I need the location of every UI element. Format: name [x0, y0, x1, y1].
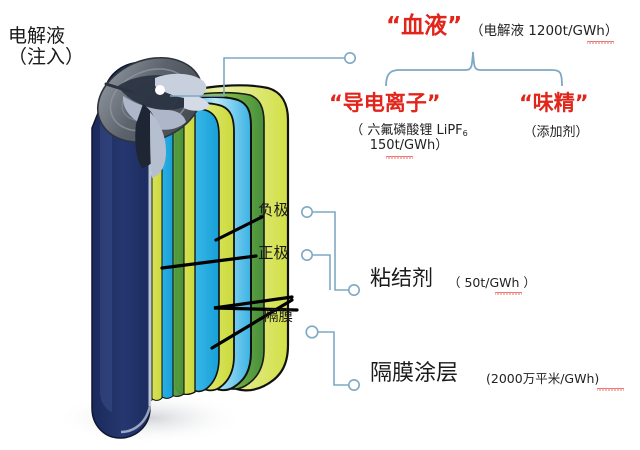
separator-pointer-line-2 — [210, 298, 294, 350]
anode-pointer-line — [214, 215, 264, 242]
anode-label: 负极 — [258, 201, 290, 219]
separator-leader — [318, 331, 349, 386]
electrolyte-label-line2: （注入） — [8, 46, 85, 69]
msg-detail: （添加剂） — [523, 125, 589, 140]
conductive-ion-term: “导电离子” — [329, 91, 441, 115]
cathode-label: 正极 — [258, 244, 290, 262]
conductive-ion-detail-line1: （ 六氟磷酸锂 LiPF — [350, 123, 463, 138]
group-brace — [385, 51, 563, 87]
lipf6-subscript: 6 — [462, 128, 468, 138]
cell-cap — [96, 56, 210, 178]
coating-leader-dot — [347, 378, 360, 391]
electrolyte-label: 电解液 （注入） — [8, 25, 85, 69]
anode-leader — [313, 211, 349, 291]
leader-lines — [170, 51, 563, 391]
separator-leader-dot — [305, 325, 319, 339]
binder-detail: （ 50t/GWh ） — [448, 275, 536, 290]
anode-leader-dot — [300, 206, 313, 219]
cathode-leader-dot — [300, 249, 313, 262]
binder-label: 粘结剂 — [370, 266, 433, 290]
spellcheck-squiggle-gwh-4 — [597, 387, 624, 391]
separator-pointer-arrow — [213, 295, 299, 312]
spellcheck-squiggle-gwh-2 — [386, 155, 413, 159]
cathode-pointer-line — [160, 254, 258, 270]
msg-term: “味精” — [519, 91, 589, 115]
part-pointer-lines — [160, 215, 299, 350]
separator-label: 隔膜 — [264, 309, 293, 325]
electrolyte-leader — [170, 57, 344, 97]
separator-coating-label: 隔膜涂层 — [370, 361, 459, 386]
separator-coating-detail: (2000万平米/GWh) — [486, 371, 600, 386]
electrolyte-label-line1: 电解液 — [8, 25, 66, 47]
binder-leader-dot — [347, 283, 360, 296]
blood-term: “血液” — [386, 13, 463, 39]
conductive-ion-detail-line2: 150t/GWh） — [369, 137, 449, 153]
spellcheck-squiggle-gwh-3 — [495, 291, 522, 295]
conductive-ion-detail: （ 六氟磷酸锂 LiPF6 150t/GWh） — [329, 123, 489, 153]
spellcheck-squiggle-gwh-1 — [587, 40, 614, 44]
cathode-leader — [313, 254, 331, 290]
electrolyte-leader-dot — [343, 51, 356, 64]
blood-detail: （电解液 1200t/GWh） — [470, 23, 619, 39]
